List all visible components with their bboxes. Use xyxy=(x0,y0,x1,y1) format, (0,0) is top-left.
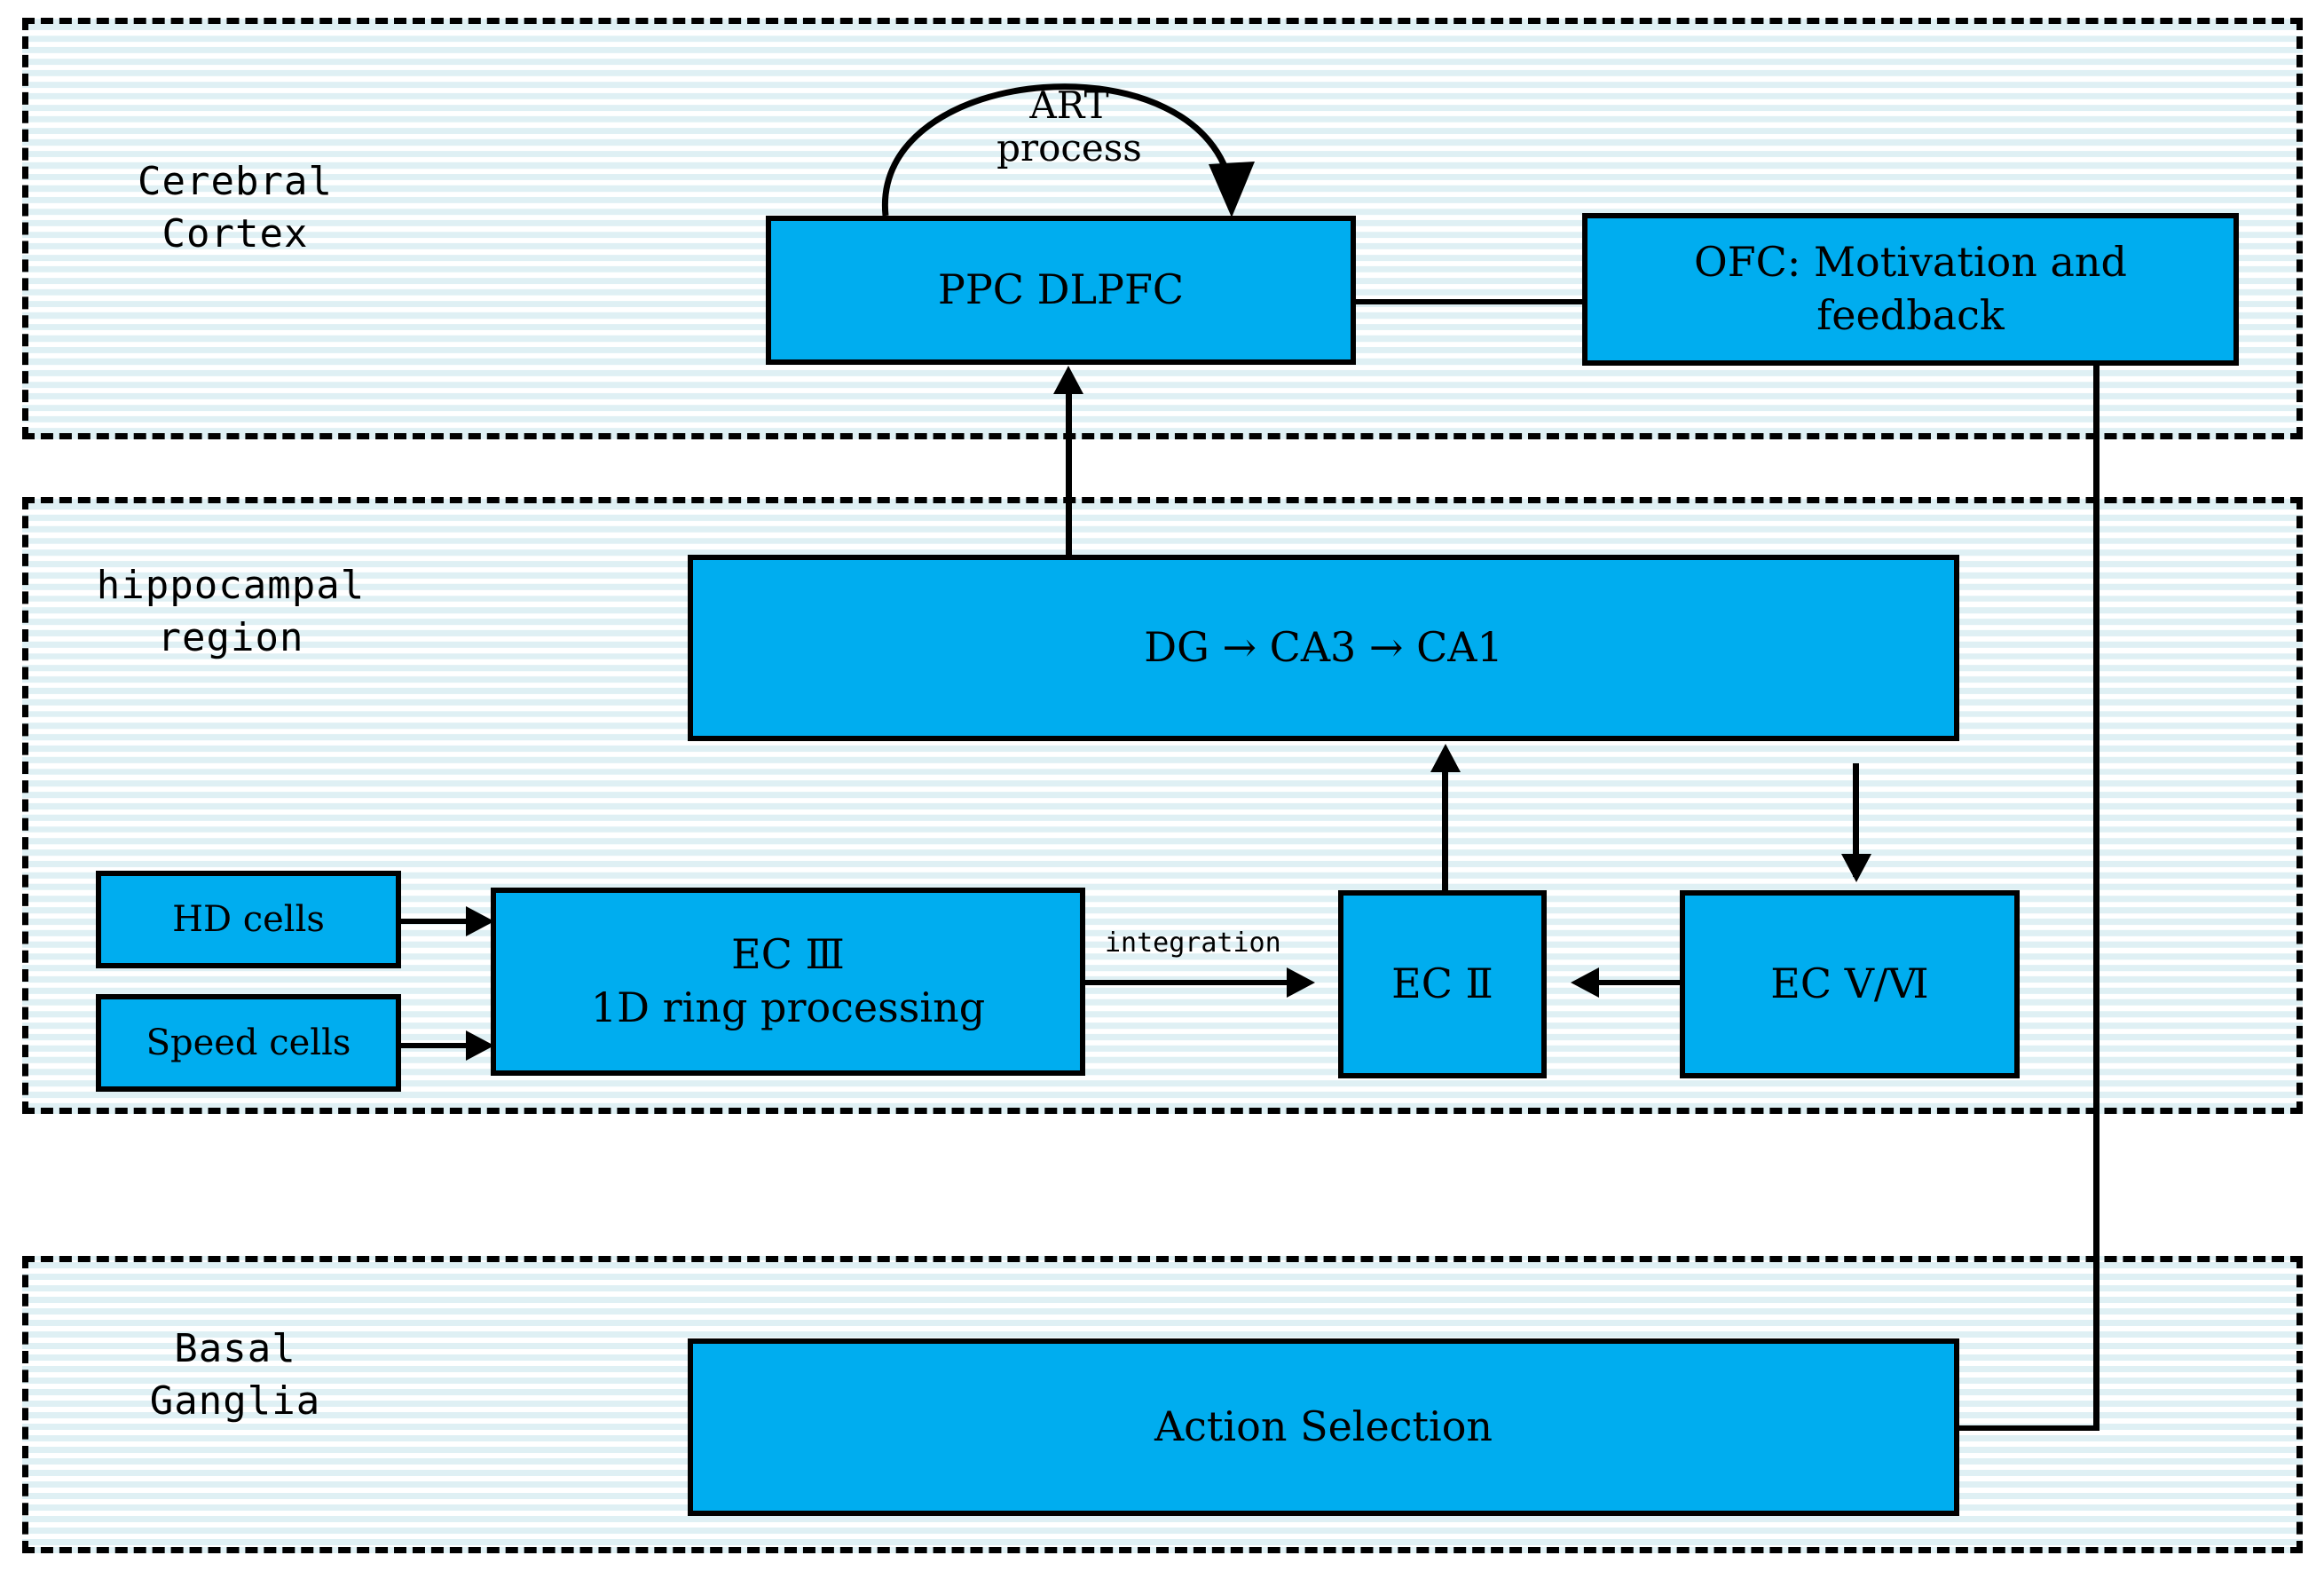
edge-ofc-to-ecvvi-line xyxy=(1853,763,1859,877)
edge-ofc-to-action-horizontal xyxy=(1957,1425,2099,1431)
node-hd-cells[interactable]: HD cells xyxy=(96,871,401,968)
node-ec-ii[interactable]: EC Ⅱ xyxy=(1338,890,1547,1078)
node-ec-iii[interactable]: EC Ⅲ 1D ring processing xyxy=(491,888,1085,1076)
edge-dg-to-ppc-arrowhead xyxy=(1053,366,1083,394)
edge-label-art-process: ART process xyxy=(997,83,1142,170)
node-speed-cells[interactable]: Speed cells xyxy=(96,994,401,1092)
edge-ofc-to-action-vertical xyxy=(2093,364,2099,1431)
edge-label-integration: integration xyxy=(1105,928,1281,959)
node-ofc[interactable]: OFC: Motivation and feedback xyxy=(1582,213,2239,366)
region-label-hippocampal: hippocampal region xyxy=(96,563,366,661)
edge-speedcells-to-eciii-line xyxy=(401,1043,485,1048)
edge-speedcells-to-eciii-arrowhead xyxy=(466,1030,494,1061)
node-action-selection[interactable]: Action Selection xyxy=(688,1338,1959,1516)
edge-ecvvi-to-ecii-arrowhead xyxy=(1571,967,1599,998)
edge-ecii-to-dg-arrowhead xyxy=(1430,744,1461,772)
edge-eciii-to-ecii-line xyxy=(1084,980,1306,985)
region-label-basal-ganglia: Basal Ganglia xyxy=(149,1326,321,1425)
region-label-cerebral-cortex: Cerebral Cortex xyxy=(138,159,333,257)
edge-ppc-to-ofc xyxy=(1356,299,1582,304)
edge-dg-to-ppc-line xyxy=(1066,391,1072,559)
edge-eciii-to-ecii-arrowhead xyxy=(1287,967,1315,998)
edge-ofc-to-ecvvi-arrowhead xyxy=(1841,854,1871,882)
node-ppc-dlpfc[interactable]: PPC DLPFC xyxy=(766,216,1356,365)
node-ec-v-vi[interactable]: EC Ⅴ/Ⅵ xyxy=(1680,890,2020,1078)
edge-ecii-to-dg-line xyxy=(1442,768,1448,892)
node-dg-ca3-ca1[interactable]: DG → CA3 → CA1 xyxy=(688,555,1959,741)
edge-hdcells-to-eciii-line xyxy=(401,919,485,924)
edge-hdcells-to-eciii-arrowhead xyxy=(466,906,494,936)
